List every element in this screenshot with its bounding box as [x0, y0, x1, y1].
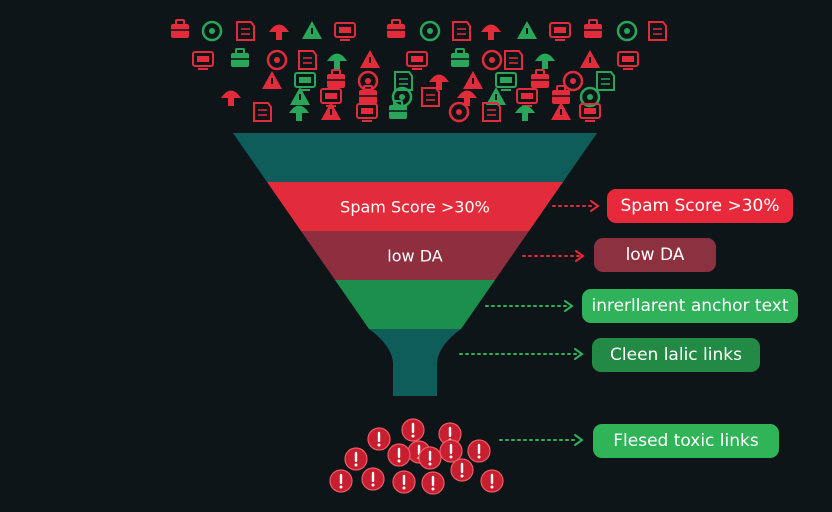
- toxic-alert-icon: [418, 446, 442, 470]
- callout-clean-links: Cleen lalic links: [592, 338, 760, 372]
- bag-icon: [531, 69, 549, 88]
- bag-icon: [171, 19, 189, 38]
- funnel-band-anchor: [335, 280, 495, 329]
- bag-icon: [253, 102, 272, 122]
- toxic-alert-icon: [367, 427, 391, 451]
- camera-icon: [360, 50, 380, 68]
- funnel-band-clean: [369, 329, 461, 396]
- tag-icon: [419, 20, 441, 42]
- bulb-icon: [580, 50, 600, 68]
- funnel: [233, 133, 597, 396]
- megaphone-icon: [482, 102, 501, 122]
- globe-icon: [294, 72, 316, 91]
- tag-icon: [504, 50, 523, 70]
- toxic-alert-icon: [480, 469, 504, 493]
- flask-icon: [269, 24, 289, 40]
- document-icon: [298, 50, 317, 70]
- arrow-lowda: [522, 250, 585, 262]
- callout-toxic-links: Flesed toxic links: [593, 424, 779, 458]
- box-icon: [495, 72, 517, 91]
- toxic-alert-icon: [344, 447, 368, 471]
- toxic-alert-icon: [467, 439, 491, 463]
- gear-icon: [359, 85, 377, 104]
- truck-icon: [551, 102, 571, 120]
- arrow-clean: [459, 348, 584, 360]
- tree-icon: [290, 87, 310, 105]
- flag-icon: [334, 22, 356, 41]
- arrow-anchor: [485, 300, 574, 312]
- bulb-icon: [562, 70, 584, 92]
- toxic-alert-icon: [387, 443, 411, 467]
- alert-icon: [302, 21, 322, 39]
- toxic-alert-icon: [361, 467, 385, 491]
- tag-icon: [515, 105, 535, 121]
- funnel-band-spam: [267, 182, 563, 231]
- hammer-icon: [549, 22, 571, 41]
- toxic-alert-icon: [401, 418, 425, 442]
- toxic-alert-icon: [450, 458, 474, 482]
- chat-icon: [327, 53, 347, 69]
- funnel-label-spam: Spam Score >30%: [340, 197, 490, 217]
- toxic-alert-icon: [392, 470, 416, 494]
- browser-icon: [357, 70, 379, 92]
- monitor-icon: [648, 21, 667, 41]
- folder-icon: [327, 69, 345, 88]
- megaphone-icon: [451, 48, 469, 67]
- alert-icon: [389, 100, 407, 119]
- toxic-alert-icon: [439, 439, 463, 463]
- funnel-label-lowda: low DA: [387, 246, 443, 266]
- callout-spam-score: Spam Score >30%: [607, 189, 793, 223]
- cup-icon: [516, 88, 538, 107]
- mushroom-icon: [481, 24, 501, 40]
- cart-icon: [221, 90, 241, 106]
- gift-icon: [463, 71, 483, 89]
- bag-icon: [535, 53, 555, 69]
- tag-icon: [201, 20, 223, 42]
- box-icon: [616, 20, 638, 42]
- truck-icon: [452, 21, 471, 41]
- flask-icon: [356, 103, 378, 122]
- funnel-band-lowda: [301, 231, 529, 280]
- cup-icon: [262, 71, 282, 89]
- tree-icon: [617, 51, 639, 70]
- input-icon-cloud: [171, 19, 667, 123]
- briefcase-icon: [236, 21, 255, 41]
- flag-icon: [448, 101, 470, 123]
- arrow-spam: [552, 200, 600, 212]
- mushroom-icon: [579, 103, 601, 122]
- printer-icon: [596, 71, 615, 91]
- document-icon: [486, 87, 506, 105]
- megaphone-icon: [387, 19, 405, 38]
- flask-icon: [552, 85, 570, 104]
- gear-icon: [192, 51, 214, 70]
- funnel-band-top: [233, 133, 597, 182]
- briefcase-icon: [321, 102, 341, 120]
- toxic-alert-icon: [421, 471, 445, 495]
- tag-icon: [579, 86, 601, 108]
- speaker-icon: [266, 49, 288, 71]
- alert-icon: [421, 87, 440, 107]
- tag-icon: [289, 105, 309, 121]
- callout-anchor-text: inrerllarent anchor text: [582, 289, 798, 323]
- mushroom-icon: [231, 48, 249, 67]
- toxic-links-pile: [329, 418, 504, 495]
- toxic-alert-icon: [329, 469, 353, 493]
- briefcase-icon: [394, 71, 413, 91]
- arrow-toxic: [499, 434, 584, 446]
- bell-icon: [429, 74, 449, 90]
- gift-icon: [584, 19, 602, 38]
- briefcase-icon: [517, 21, 537, 39]
- location-icon: [457, 90, 477, 106]
- bulb-icon: [406, 51, 428, 70]
- callout-low-da: low DA: [594, 238, 716, 272]
- callout-arrows: [459, 200, 600, 446]
- tree-icon: [481, 49, 503, 71]
